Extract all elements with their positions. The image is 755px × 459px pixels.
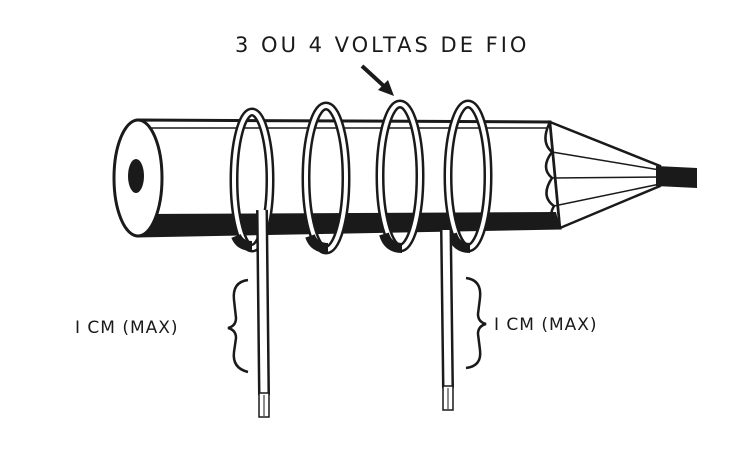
turns-label: 3 OU 4 VOLTAS DE FIO xyxy=(235,33,529,57)
pencil-core-end xyxy=(128,159,144,193)
coil-turn-2 xyxy=(301,101,351,255)
left-dimension-label: I CM (MAX) xyxy=(75,318,179,338)
pencil xyxy=(112,118,697,238)
coil-turn-3 xyxy=(375,99,425,253)
left-brace xyxy=(227,278,249,374)
coil-turn-4 xyxy=(443,99,493,253)
pencil-lead xyxy=(656,166,697,188)
right-wire-lead xyxy=(440,229,454,411)
left-wire-lead xyxy=(256,209,270,418)
coil-turn-1 xyxy=(229,107,275,253)
right-dimension-label: I CM (MAX) xyxy=(494,315,598,335)
wire-coil xyxy=(229,99,493,255)
right-brace xyxy=(465,276,487,370)
pointer-arrow xyxy=(360,64,394,96)
pencil-tip-wood xyxy=(548,120,662,230)
